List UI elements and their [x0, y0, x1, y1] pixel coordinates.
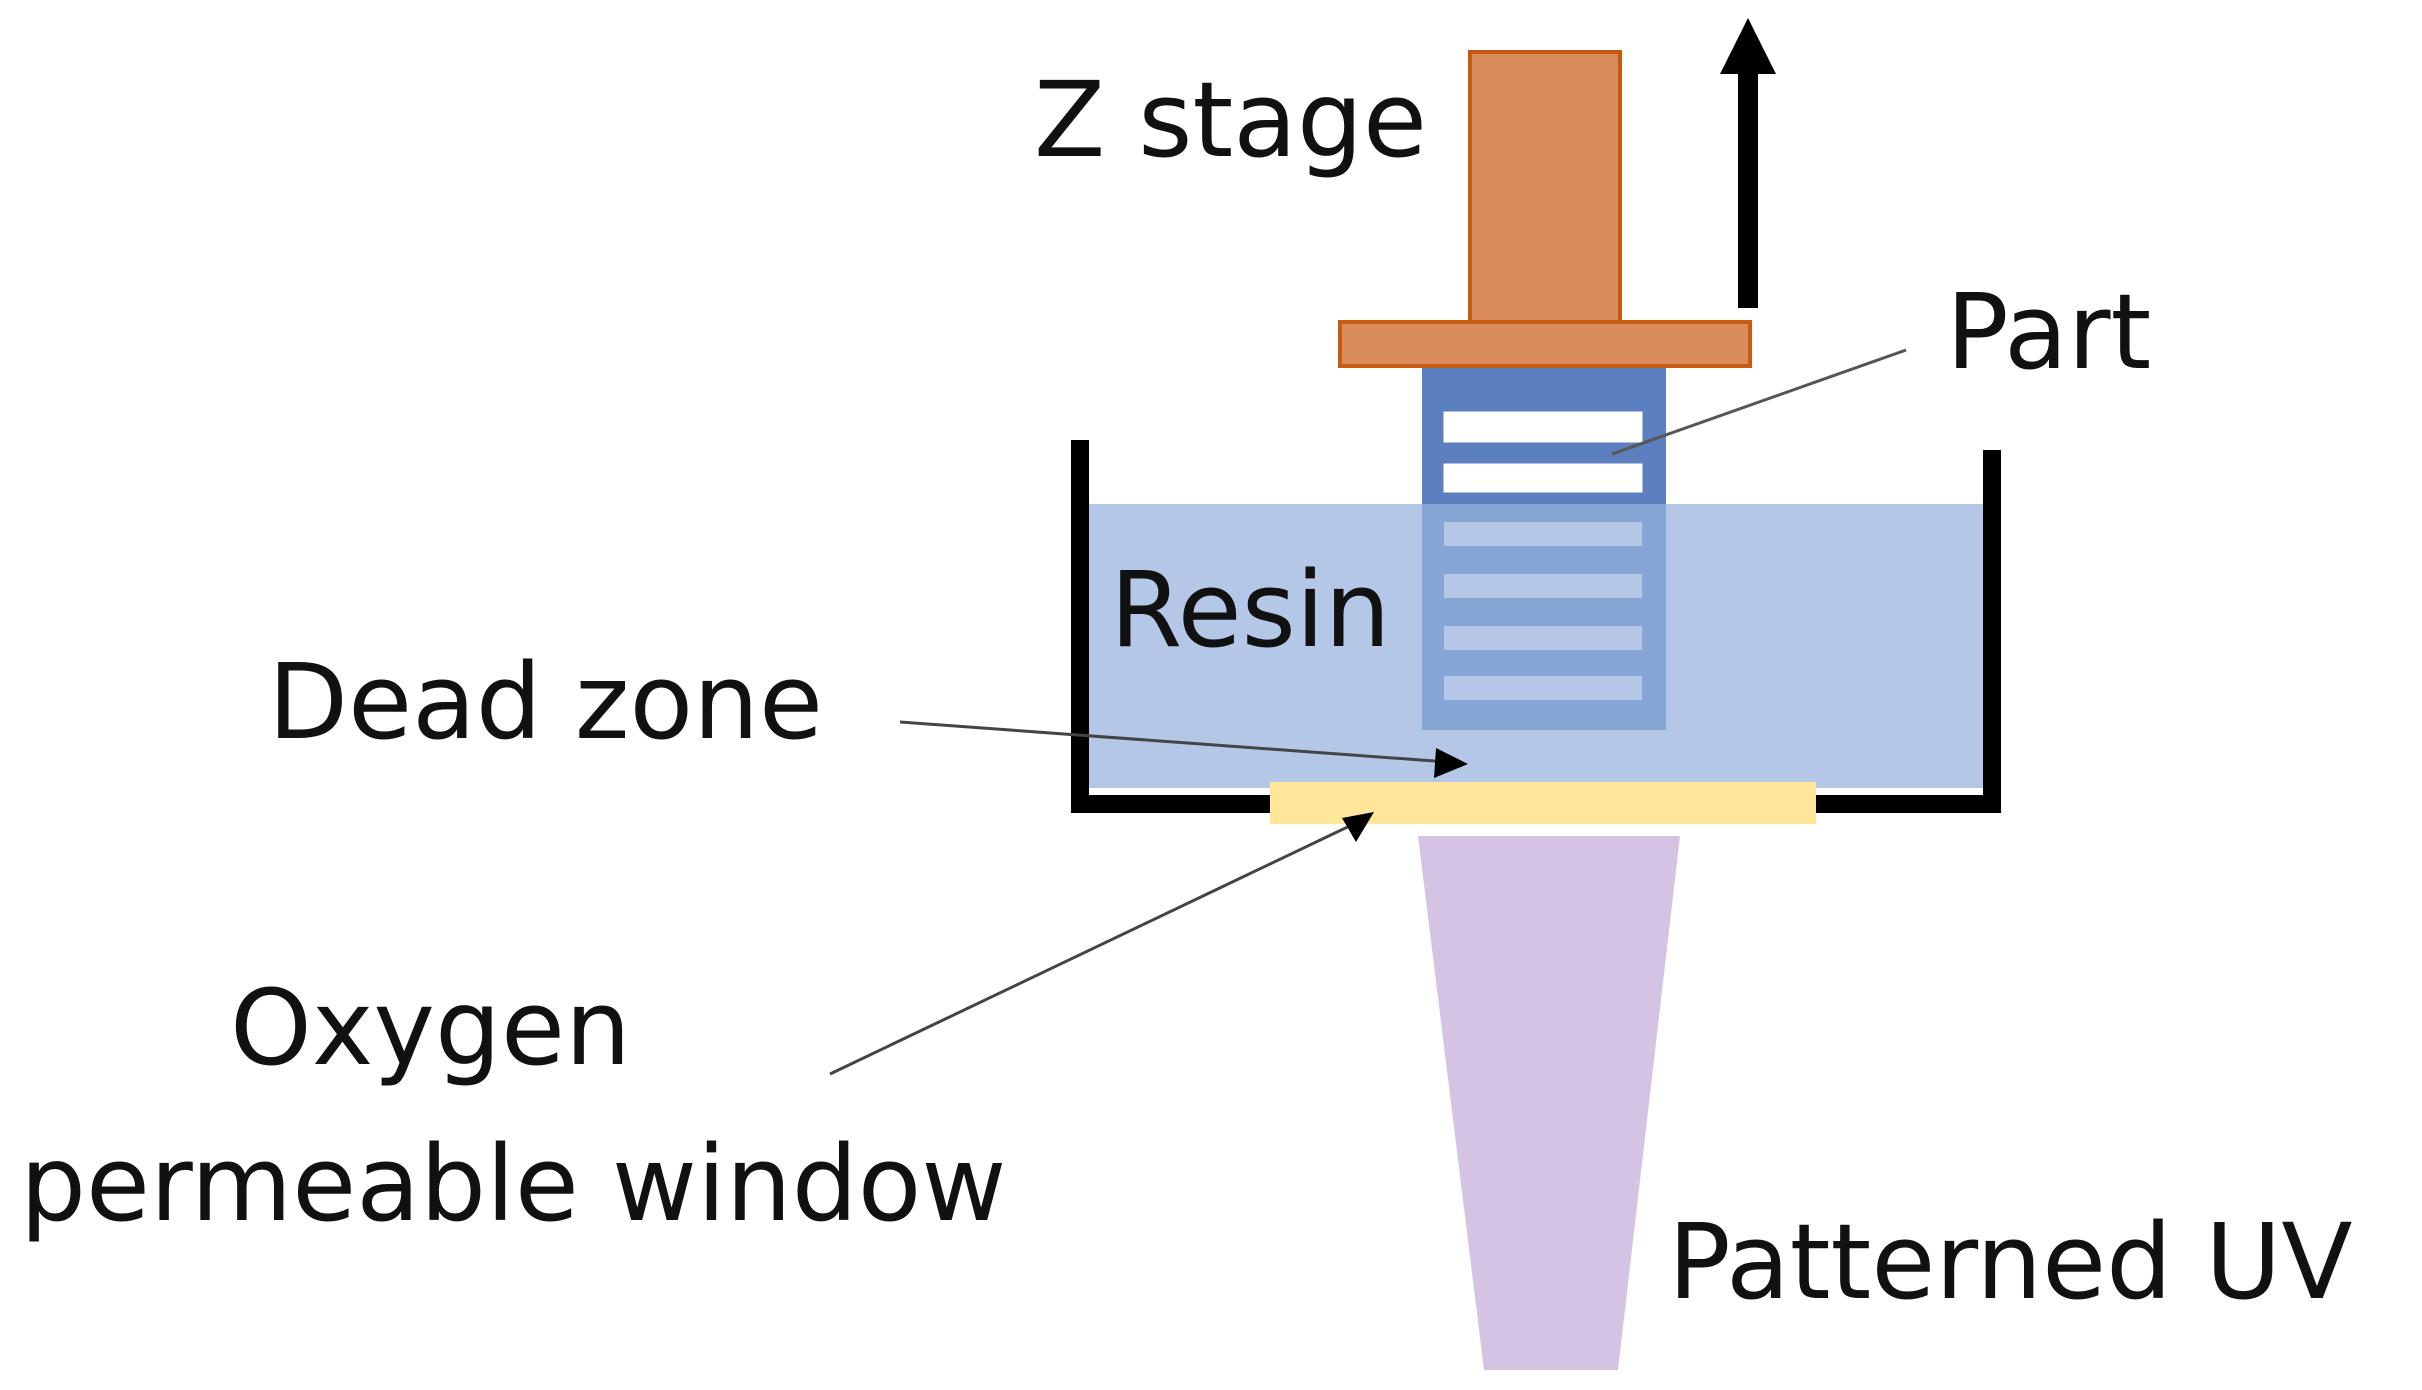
- z-stage-platform: [1338, 320, 1752, 368]
- resin-label: Resin: [1110, 549, 1391, 671]
- z-stage: [1338, 50, 1752, 368]
- part-layer: [1444, 522, 1642, 546]
- oxygen-window-label-line1: Oxygen: [230, 967, 631, 1089]
- oxygen-window-label-line2: permeable window: [20, 1123, 1006, 1245]
- z-stage-shaft: [1468, 50, 1622, 326]
- part-layer: [1443, 463, 1643, 493]
- part-label: Part: [1946, 271, 2151, 393]
- vat-left-wall: [1071, 440, 1270, 813]
- window-leader-line: [829, 820, 1359, 1076]
- window-arrowhead: [1342, 812, 1374, 842]
- part-leader-line: [1611, 348, 1907, 456]
- vat-right-wall: [1816, 450, 2001, 813]
- patterned-uv-label: Patterned UV: [1668, 1201, 2352, 1323]
- z-stage-label: Z stage: [1034, 59, 1427, 181]
- part-layer: [1444, 676, 1642, 700]
- part-layer: [1444, 626, 1642, 650]
- dead-zone-arrowhead: [1434, 748, 1468, 778]
- dead-zone-leader-line: [899, 720, 1449, 764]
- printed-part: [1422, 366, 1666, 730]
- part-layer: [1444, 574, 1642, 598]
- up-arrow-icon: [1720, 18, 1776, 308]
- part-layer: [1443, 411, 1643, 443]
- uv-light-cone: [1418, 836, 1680, 1370]
- dead-zone-label: Dead zone: [268, 641, 823, 763]
